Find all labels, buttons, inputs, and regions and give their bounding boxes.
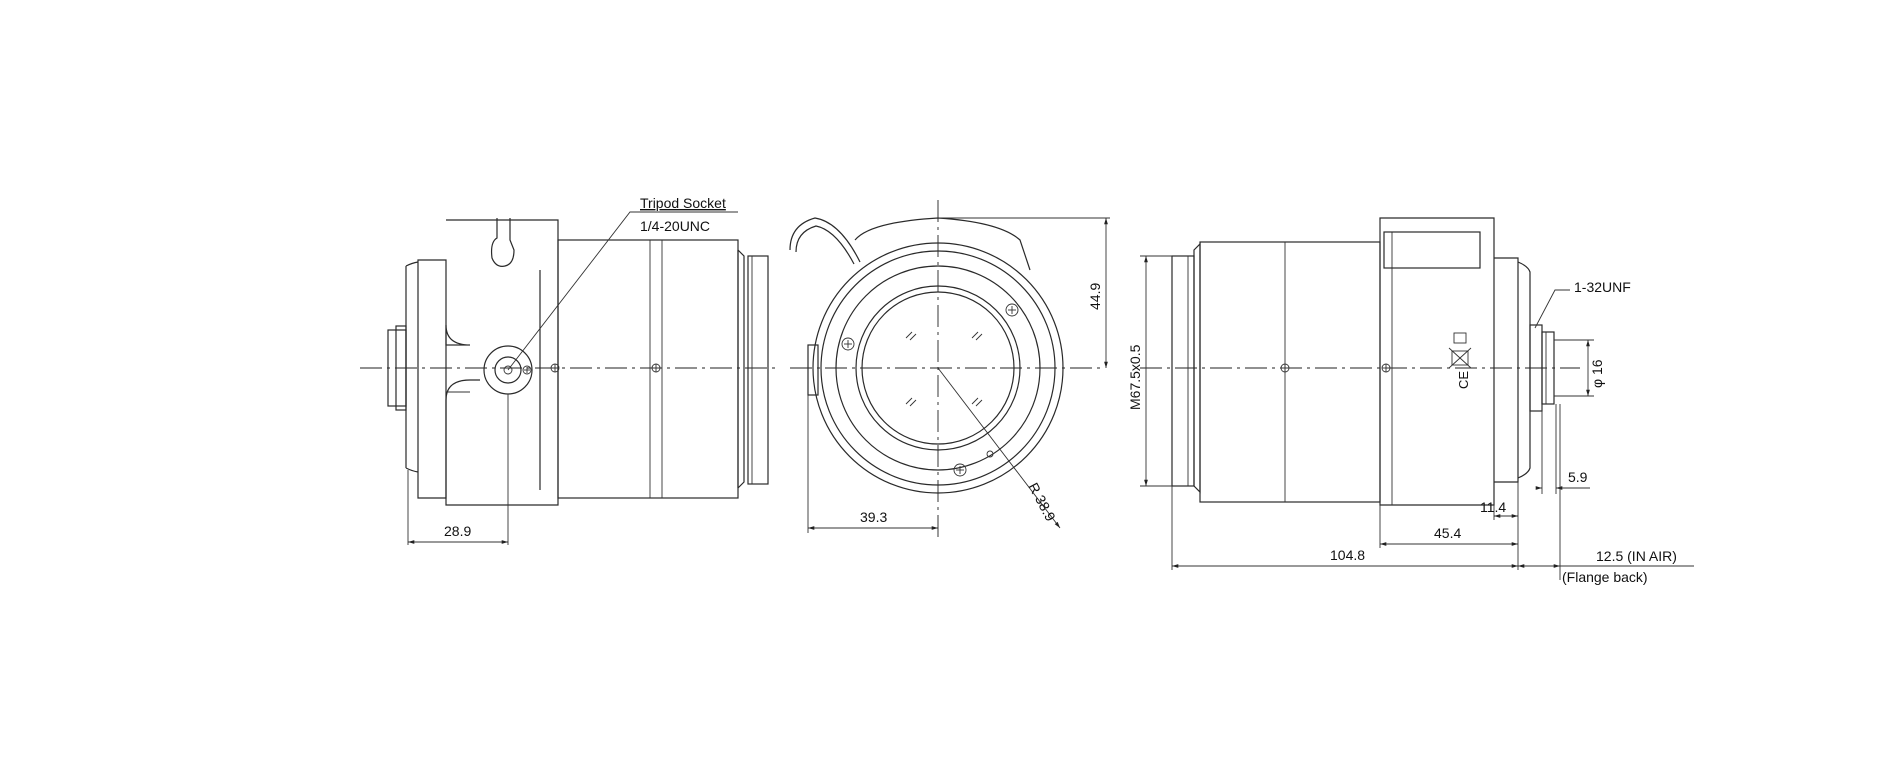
dim-28-9: 28.9 — [444, 523, 471, 539]
dim-39-3: 39.3 — [860, 509, 887, 525]
weee-bin-icon — [1448, 347, 1472, 369]
front-lens-glass — [861, 291, 1015, 445]
dim-line-r-38-9 — [937, 367, 1061, 529]
tripod-callout-title: Tripod Socket — [640, 195, 726, 211]
side-view: 28.9 Tripod Socket 1/4-20UNC — [360, 195, 780, 545]
dim-5-9: 5.9 — [1568, 469, 1588, 485]
side-rear-barrel — [405, 261, 419, 473]
front-view: 44.9 R 38.9 39.3 — [789, 200, 1110, 540]
rear-tripod-block — [1379, 217, 1495, 506]
front-cable — [789, 217, 861, 265]
side-focus-knob — [490, 218, 515, 267]
side-filter-ring — [747, 255, 769, 485]
flange-back-note: (Flange back) — [1562, 569, 1648, 585]
side-main-barrel — [557, 239, 739, 499]
tripod-callout-thread: 1/4-20UNC — [640, 218, 710, 234]
rear-filter-ring — [1171, 255, 1195, 487]
dim-104-8: 104.8 — [1330, 547, 1365, 563]
dim-r-38-9: R 38.9 — [1025, 480, 1059, 524]
dim-12-5: 12.5 (IN AIR) — [1596, 548, 1677, 564]
dim-11-4: 11.4 — [1480, 499, 1506, 515]
rear-side-view: CE 1-32UNF M67.5x0.5 φ 16 — [1127, 217, 1694, 585]
rear-mount-thread — [1541, 331, 1555, 405]
ce-mark: CE — [1456, 371, 1471, 389]
front-screws — [841, 303, 1019, 477]
tripod-leader — [507, 211, 738, 371]
ce-weee-marks: CE — [1448, 332, 1472, 389]
unf-leader — [1534, 289, 1570, 329]
dim-45-4: 45.4 — [1434, 525, 1461, 541]
dim-m67-5: M67.5x0.5 — [1127, 344, 1143, 410]
unf-callout: 1-32UNF — [1574, 279, 1631, 295]
dim-phi-16: φ 16 — [1589, 359, 1605, 388]
rear-main-barrel — [1199, 241, 1381, 503]
side-tripod-block — [445, 219, 559, 506]
dim-44-9: 44.9 — [1087, 283, 1103, 310]
front-outer-ring — [812, 242, 1064, 494]
